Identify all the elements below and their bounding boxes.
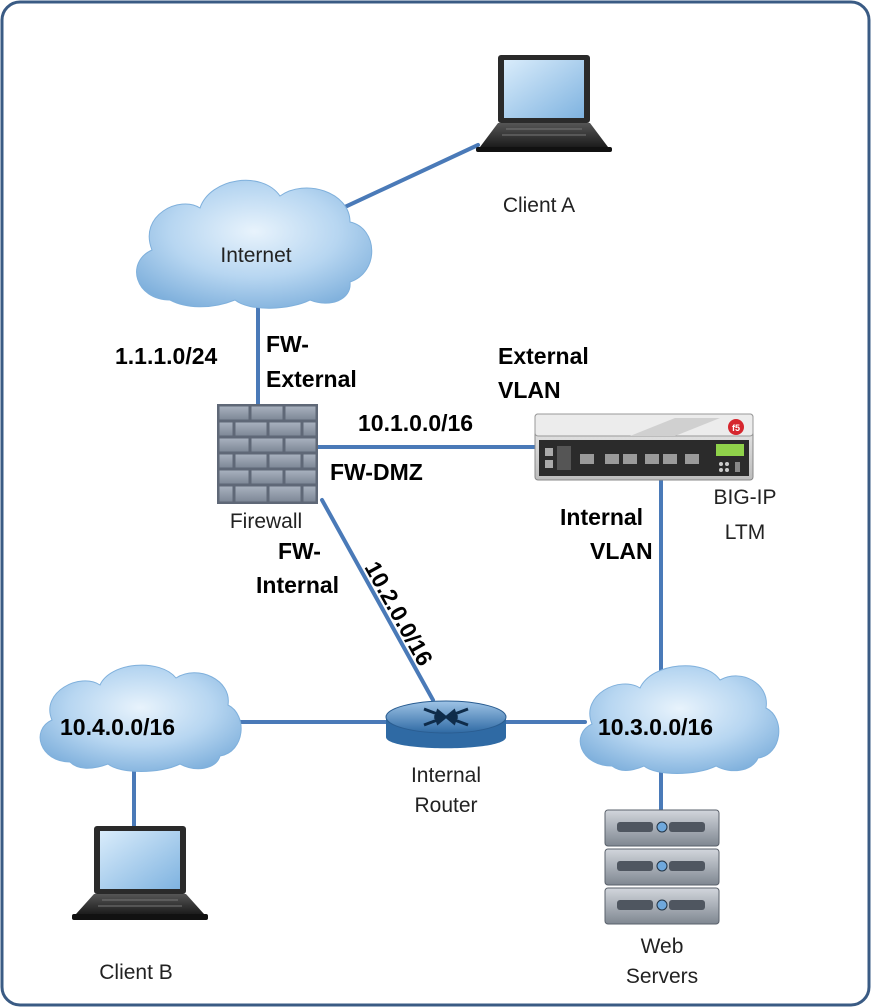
cloud-icon: [136, 179, 373, 309]
subnet-internet-label: 1.1.1.0/24: [115, 343, 218, 369]
bigip-appliance-icon: f5: [534, 413, 754, 481]
fw-dmz-label: FW-DMZ: [330, 459, 423, 485]
client-b-label: Client B: [99, 961, 173, 984]
internal-vlan-label-line2: VLAN: [590, 538, 653, 564]
server-stack-icon: [604, 809, 720, 925]
router-label-line2: Router: [414, 794, 477, 817]
bigip-label-line2: LTM: [725, 521, 765, 544]
client-a-label: Client A: [503, 194, 575, 217]
laptop-icon: [72, 826, 208, 920]
internal-vlan-label-line1: Internal: [560, 504, 643, 530]
fw-internal-label-line1: FW-: [278, 538, 321, 564]
cloud-icon: [39, 664, 242, 772]
web-servers-label-line1: Web: [641, 935, 684, 958]
firewall-icon: [217, 404, 318, 504]
external-vlan-label-line2: VLAN: [498, 377, 561, 403]
bigip-label-line1: BIG-IP: [713, 486, 776, 509]
link-internet-client-a: [330, 143, 480, 215]
web-servers-label-line2: Servers: [626, 965, 698, 988]
fw-external-label-line2: External: [266, 366, 357, 392]
external-vlan-label-line1: External: [498, 343, 589, 369]
laptop-icon: [476, 55, 612, 152]
link-firewall-router: [320, 498, 435, 702]
cloud-icon: [579, 665, 780, 774]
internet-label: Internet: [220, 244, 291, 267]
router-icon: [385, 700, 507, 749]
svg-text:f5: f5: [732, 423, 740, 433]
firewall-label: Firewall: [230, 510, 302, 533]
router-label-line1: Internal: [411, 764, 481, 787]
subnet-web-label: 10.3.0.0/16: [598, 714, 713, 740]
fw-internal-label-line2: Internal: [256, 572, 339, 598]
fw-external-label-line1: FW-: [266, 331, 309, 357]
subnet-client-b-label: 10.4.0.0/16: [60, 714, 175, 740]
subnet-external-label: 10.1.0.0/16: [358, 410, 473, 436]
